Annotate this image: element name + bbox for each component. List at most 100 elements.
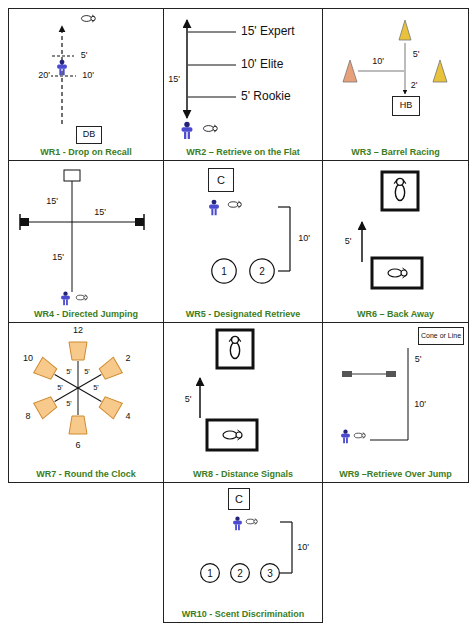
scent-discrimination-layout bbox=[246, 519, 257, 525]
distance-label: 5' bbox=[56, 384, 64, 392]
designated-retrieve-layout bbox=[278, 206, 290, 207]
distance-label: 10' bbox=[81, 71, 95, 81]
designated-retrieve-layout bbox=[209, 200, 219, 216]
marker-text: 2 bbox=[259, 266, 265, 277]
retrieve-distance-scale bbox=[182, 20, 236, 139]
barrel-racing-cones bbox=[343, 20, 447, 94]
recall-path bbox=[52, 55, 74, 56]
recall-path bbox=[50, 75, 76, 76]
distance-signals-layout bbox=[207, 420, 257, 450]
distance-label: 5' bbox=[65, 400, 73, 408]
clock-number: 8 bbox=[24, 412, 31, 422]
clock-number: 2 bbox=[124, 354, 131, 364]
marker-box: C bbox=[228, 488, 250, 510]
marker-box: HB bbox=[392, 96, 420, 116]
retrieve-distance-scale bbox=[203, 125, 217, 132]
barrel-racing-cones bbox=[343, 60, 357, 82]
exercise-caption: WR6 – Back Away bbox=[323, 309, 468, 319]
distance-label: 10' bbox=[371, 57, 385, 67]
distance-label: 10' Elite bbox=[240, 58, 284, 71]
directed-jumping-layout bbox=[19, 214, 21, 230]
marker-text: HB bbox=[400, 101, 413, 111]
exercise-caption: WR5 - Designated Retrieve bbox=[164, 309, 322, 319]
distance-label: 5' Rookie bbox=[240, 90, 292, 103]
directed-jumping-layout bbox=[76, 295, 87, 301]
exercise-panel: WR1 - Drop on Recall DB bbox=[8, 8, 164, 161]
marker-box: DB bbox=[76, 126, 102, 144]
retrieve-over-jump-layout bbox=[346, 373, 392, 375]
circle-outline bbox=[201, 564, 220, 583]
distance-signals-layout bbox=[223, 430, 242, 440]
clock-barrels bbox=[78, 361, 79, 388]
directed-jumping-layout bbox=[61, 291, 70, 305]
scent-discrimination-layout bbox=[291, 522, 292, 573]
clock-barrels bbox=[69, 342, 87, 388]
distance-label: 5' bbox=[92, 384, 100, 392]
circle-outline bbox=[261, 564, 280, 583]
retrieve-over-jump-layout bbox=[354, 433, 365, 439]
exercise-caption: WR9 –Retrieve Over Jump bbox=[323, 469, 468, 479]
distance-label: 5' bbox=[184, 395, 193, 405]
scent-discrimination-layout bbox=[233, 516, 242, 530]
exercise-caption: WR1 - Drop on Recall bbox=[9, 147, 163, 157]
scent-discrimination-layout bbox=[280, 521, 292, 522]
clock-number: 4 bbox=[124, 412, 131, 422]
retrieve-over-jump-layout bbox=[341, 348, 408, 443]
recall-path bbox=[57, 60, 67, 76]
marker-text: DB bbox=[83, 130, 96, 140]
clock-number: 6 bbox=[74, 441, 81, 451]
scent-article-circle: 2 bbox=[249, 258, 275, 284]
back-away-layout bbox=[362, 172, 422, 288]
exercise-caption: WR4 - Directed Jumping bbox=[9, 309, 163, 319]
marker-text: 1 bbox=[221, 266, 227, 277]
distance-label: 10' bbox=[296, 543, 310, 553]
clock-barrels bbox=[78, 388, 79, 415]
directed-jumping-layout bbox=[135, 218, 144, 226]
marker-text: 2 bbox=[237, 568, 243, 579]
scent-discrimination-layout bbox=[280, 572, 292, 573]
distance-label: 20' bbox=[37, 71, 51, 81]
recall-path bbox=[81, 15, 95, 22]
directed-jumping-layout bbox=[20, 218, 29, 226]
back-away-layout bbox=[388, 268, 407, 278]
clock-barrels bbox=[34, 394, 59, 419]
retrieve-over-jump-layout bbox=[386, 371, 396, 377]
retrieve-over-jump-layout bbox=[408, 348, 409, 440]
distance-signals-layout bbox=[199, 378, 201, 418]
barrel-racing-cones bbox=[433, 60, 447, 82]
clock-barrels bbox=[69, 416, 87, 434]
circle-outline bbox=[231, 564, 250, 583]
distance-label: 15' bbox=[167, 75, 181, 85]
distance-label: 2' bbox=[410, 81, 419, 91]
scent-article-circle: 2 bbox=[230, 563, 250, 583]
scent-article-circle: 1 bbox=[211, 258, 237, 284]
scent-article-circle: 1 bbox=[200, 563, 220, 583]
clock-barrels bbox=[74, 380, 123, 419]
recall-path bbox=[61, 26, 62, 124]
directed-jumping-layout bbox=[72, 181, 73, 292]
distance-label: 15' Expert bbox=[240, 25, 296, 38]
back-away-layout bbox=[361, 222, 363, 262]
distance-label: 10' bbox=[297, 234, 311, 244]
clock-number: 12 bbox=[72, 326, 84, 336]
marker-box: Cone or Line bbox=[418, 327, 464, 345]
distance-label: 10' bbox=[413, 400, 427, 410]
distance-label: 5' bbox=[414, 355, 423, 365]
exercise-panel: WR9 –Retrieve Over Jump Cone or Line bbox=[322, 322, 469, 483]
back-away-layout bbox=[394, 178, 406, 200]
clock-barrels bbox=[34, 357, 83, 396]
exercise-panel: WR7 - Round the Clock bbox=[8, 322, 164, 483]
distance-label: 5' bbox=[412, 50, 421, 60]
retrieve-distance-scale bbox=[188, 65, 236, 66]
retrieve-distance-scale bbox=[186, 20, 188, 118]
exercise-caption: WR10 - Scent Discrimination bbox=[164, 609, 322, 619]
distance-signals-layout bbox=[200, 330, 257, 450]
directed-jumping-layout bbox=[143, 214, 145, 230]
distance-label: 15' bbox=[45, 197, 59, 207]
designated-retrieve-layout bbox=[228, 201, 241, 208]
retrieve-distance-scale bbox=[188, 97, 236, 98]
marker-text: C bbox=[235, 493, 243, 505]
retrieve-distance-scale bbox=[188, 32, 236, 33]
exercise-panel: WR3 – Barrel RacingHB bbox=[322, 8, 469, 161]
recall-path bbox=[50, 15, 95, 124]
